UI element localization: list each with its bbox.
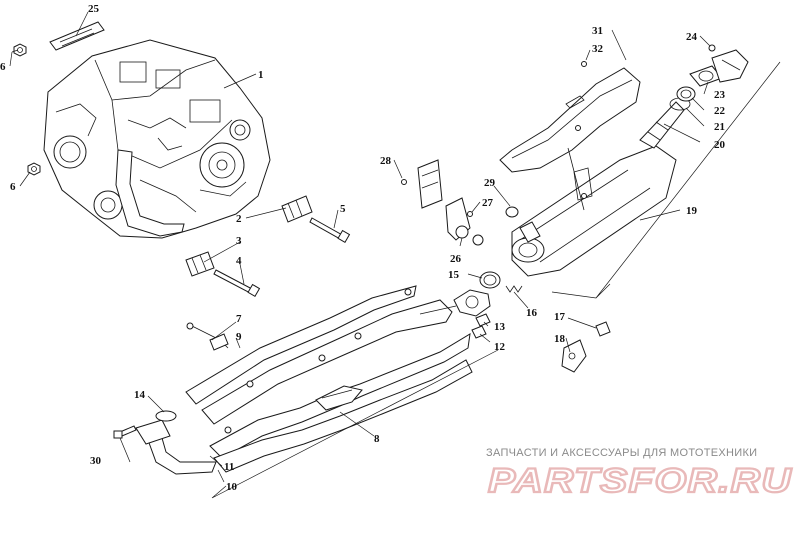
muffler-hanger [561,321,611,373]
callout-26: 26 [450,253,462,265]
callout-2: 2 [236,213,242,225]
grommet [505,206,519,218]
leader-lines [9,11,711,483]
clamp-13 [475,313,491,327]
bracket-line-8 [211,349,499,499]
callout-6b: 6 [10,181,16,193]
callout-12: 12 [494,341,506,353]
callout-15: 15 [448,269,460,281]
oxygen-sensor [186,322,229,351]
watermark-tagline: ЗАПЧАСТИ И АКСЕССУАРЫ ДЛЯ МОТОТЕХНИКИ [486,447,757,459]
bolt-lower [213,269,261,298]
watermark: ЗАПЧАСТИ И АКСЕССУАРЫ ДЛЯ МОТОТЕХНИКИ PA… [486,447,793,501]
elbow-cap-24 [708,44,749,83]
callout-32: 32 [592,43,604,55]
gasket-inlet [479,271,501,289]
callout-27: 27 [482,197,494,209]
callout-6a: 6 [0,61,6,73]
callout-9: 9 [236,331,242,343]
callout-20: 20 [714,139,726,151]
spacer-sleeve-lower [185,251,215,277]
callout-31: 31 [592,25,603,37]
callout-17: 17 [554,311,566,323]
ring-22 [676,86,696,102]
callout-28: 28 [380,155,392,167]
callout-13: 13 [494,321,506,333]
callout-21: 21 [714,121,725,133]
bracket-line-19 [551,61,781,299]
label-decal [49,21,105,51]
nut-top [13,43,27,57]
gasket-outlet [155,410,177,422]
clamp-12 [471,325,487,339]
header-pipe-assembly [135,285,491,475]
callout-3: 3 [236,235,242,247]
callout-24: 24 [686,31,698,43]
callout-5: 5 [340,203,346,215]
spring [505,285,523,293]
callout-numbers: 1 2 3 4 5 6 6 7 8 9 10 11 12 13 14 15 16… [0,3,726,493]
callout-18: 18 [554,333,566,345]
spacer-sleeve-upper [281,195,313,223]
muffler-assembly [511,101,685,277]
callout-30: 30 [90,455,102,467]
watermark-logo: PARTSFOR.RU [488,462,793,500]
callout-8: 8 [374,433,380,445]
callout-10: 10 [226,481,238,493]
callout-19: 19 [686,205,698,217]
callout-4: 4 [236,255,242,267]
screw-shield [581,61,587,67]
callout-14: 14 [134,389,146,401]
callout-23: 23 [714,89,726,101]
callout-25: 25 [88,3,100,15]
engine-assembly [43,39,271,239]
callout-11: 11 [224,461,234,473]
callout-22: 22 [714,105,726,117]
nut-bottom [27,162,41,176]
heat-shield [499,67,641,211]
bolt-outlet [113,425,137,439]
callout-1: 1 [258,69,264,81]
callout-16: 16 [526,307,538,319]
bolt-upper [309,217,351,244]
mount-bracket [401,159,484,246]
callout-7: 7 [236,313,242,325]
callout-29: 29 [484,177,496,189]
